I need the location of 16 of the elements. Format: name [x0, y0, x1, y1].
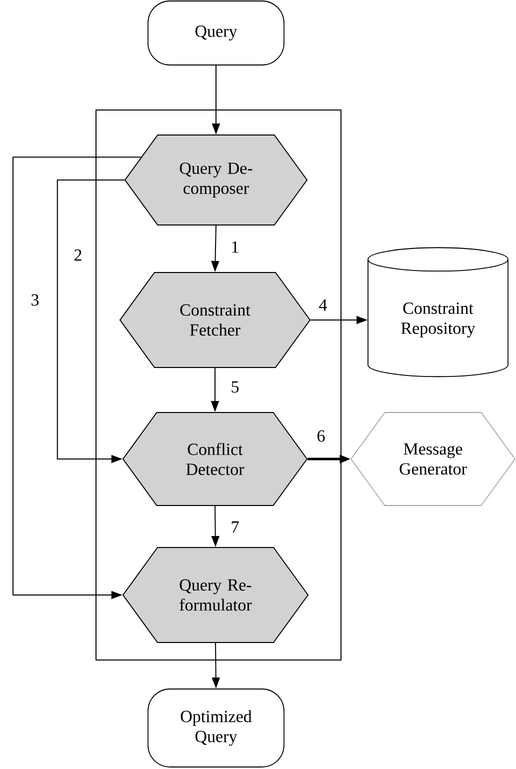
- edge-label: 7: [232, 521, 239, 533]
- process-hexagon: Query Re- formulator: [122, 547, 309, 643]
- edge-label: 2: [74, 249, 82, 261]
- process-hexagon: Constraint Fetcher: [119, 272, 311, 368]
- process-hexagon: Query De- composer: [124, 134, 308, 226]
- output-hexagon: Message Generator: [350, 412, 516, 506]
- module-frame: [96, 110, 342, 660]
- database-cylinder: Constraint Repository: [368, 247, 508, 378]
- terminal-box: Optimized Query: [148, 688, 284, 768]
- edge-label: 3: [32, 294, 39, 306]
- terminal-box: Query: [148, 0, 284, 66]
- edge-label: 6: [317, 430, 325, 442]
- process-hexagon: Conflict Detector: [122, 412, 308, 506]
- edge-label: 4: [319, 299, 327, 311]
- edge-label: 1: [232, 241, 238, 253]
- edge-label: 5: [232, 381, 239, 393]
